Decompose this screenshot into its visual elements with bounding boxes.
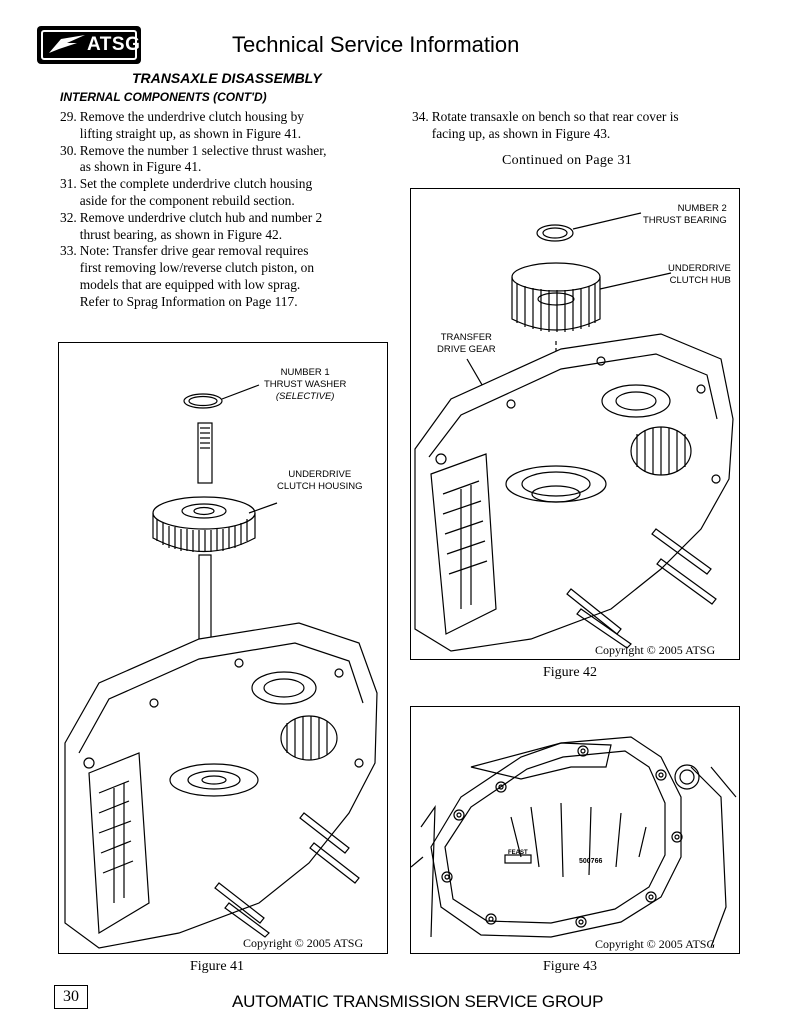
step-text: Remove underdrive clutch hub and number … <box>79 209 323 242</box>
copyright: Copyright © 2005 ATSG <box>595 643 716 657</box>
page-title: Technical Service Information <box>232 32 520 57</box>
page-number: 30 <box>54 985 88 1009</box>
figure-41: NUMBER 1 THRUST WASHER (SELECTIVE) UNDER… <box>58 342 388 954</box>
atsg-logo: ATSG <box>37 26 141 64</box>
copyright: Copyright © 2005 ATSG <box>595 937 716 951</box>
step-33: 33. Note: Transfer drive gear removal re… <box>60 243 390 310</box>
step-text: Rotate transaxle on bench so that rear c… <box>431 109 679 141</box>
cover-mark-2: 500766 <box>579 858 603 865</box>
callout-thrust-washer: NUMBER 1 THRUST WASHER (SELECTIVE) <box>264 367 347 402</box>
step-29: 29. Remove the underdrive clutch housing… <box>60 109 390 143</box>
step-30: 30. Remove the number 1 selective thrust… <box>60 143 390 177</box>
underdrive-clutch-hub-illustration <box>414 212 734 652</box>
step-32: 32. Remove underdrive clutch hub and num… <box>60 210 390 244</box>
figure-43-caption: Figure 43 <box>543 959 598 974</box>
steps-right: 34. Rotate transaxle on bench so that re… <box>412 109 752 143</box>
callout-clutch-hub: UNDERDRIVE CLUTCH HUB <box>668 263 731 286</box>
step-number: 34. <box>412 109 429 124</box>
callout-clutch-housing: UNDERDRIVE CLUTCH HOUSING <box>277 469 363 492</box>
section-subtitle: INTERNAL COMPONENTS (CONT'D) <box>60 90 267 104</box>
step-text: Set the complete underdrive clutch housi… <box>79 176 313 208</box>
callout-thrust-bearing: NUMBER 2 THRUST BEARING <box>643 203 727 226</box>
step-text: Remove the number 1 selective thrust was… <box>79 142 327 175</box>
step-number: 29. <box>60 109 77 124</box>
logo-text: ATSG <box>87 34 141 55</box>
step-31: 31. Set the complete underdrive clutch h… <box>60 176 390 210</box>
figure-43: FEAST 500766 Copyright © 2005 ATSG <box>410 706 740 954</box>
footer-text: AUTOMATIC TRANSMISSION SERVICE GROUP <box>232 992 604 1011</box>
step-number: 31. <box>60 176 77 192</box>
eagle-icon <box>49 35 85 53</box>
continued-note: Continued on Page 31 <box>502 153 633 168</box>
callout-transfer-gear: TRANSFER DRIVE GEAR <box>437 332 496 355</box>
figure-41-caption: Figure 41 <box>190 959 245 974</box>
step-number: 32. <box>60 209 77 225</box>
step-text: Note: Transfer drive gear removal requir… <box>79 243 315 309</box>
figure-42: NUMBER 2 THRUST BEARING UNDERDRIVE CLUTC… <box>410 188 740 660</box>
steps-left: 29. Remove the underdrive clutch housing… <box>60 109 390 311</box>
section-title: TRANSAXLE DISASSEMBLY <box>132 70 322 86</box>
cover-mark-1: FEAST <box>508 850 528 856</box>
step-number: 33. <box>60 243 77 259</box>
copyright: Copyright © 2005 ATSG <box>243 936 364 950</box>
step-number: 30. <box>60 142 77 158</box>
step-34: 34. Rotate transaxle on bench so that re… <box>412 109 752 143</box>
underdrive-clutch-housing-illustration <box>64 384 378 949</box>
rear-cover-illustration <box>411 736 737 948</box>
figure-42-caption: Figure 42 <box>543 665 598 680</box>
